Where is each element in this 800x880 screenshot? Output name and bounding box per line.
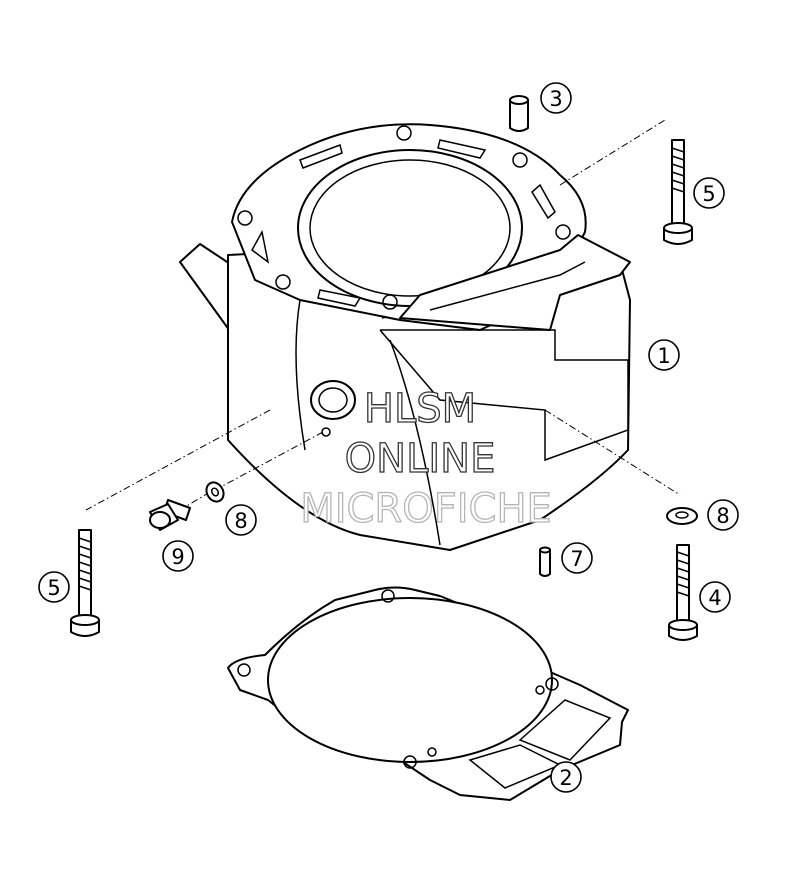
callout-1-label: 1 bbox=[657, 344, 670, 368]
washer-8-left bbox=[205, 481, 225, 503]
callout-9-label: 9 bbox=[171, 545, 184, 569]
callout-2: 2 bbox=[550, 761, 582, 793]
callout-8-right: 8 bbox=[707, 499, 739, 531]
callout-5-top-label: 5 bbox=[702, 182, 715, 206]
callout-5-left: 5 bbox=[38, 571, 70, 603]
callout-1: 1 bbox=[648, 339, 680, 371]
cylinder bbox=[179, 123, 631, 551]
bolt-4 bbox=[668, 544, 698, 641]
pin-7 bbox=[539, 546, 551, 577]
dowel-sleeve-3 bbox=[509, 95, 529, 132]
stud-bolt-5-top bbox=[663, 139, 693, 245]
screw-9 bbox=[149, 499, 191, 531]
callout-9: 9 bbox=[162, 540, 194, 572]
side-port bbox=[310, 380, 356, 420]
callout-3-label: 3 bbox=[549, 87, 562, 111]
watermark-line-3: MICROFICHE bbox=[300, 486, 552, 532]
callout-8-right-label: 8 bbox=[716, 504, 729, 528]
watermark-line-2: ONLINE bbox=[345, 436, 496, 482]
watermark-line-1: HLSM bbox=[364, 386, 476, 432]
washer-8-right bbox=[666, 507, 698, 525]
callout-5-left-label: 5 bbox=[47, 576, 60, 600]
base-gasket-2 bbox=[227, 586, 629, 801]
cylinder-block-top bbox=[399, 234, 631, 331]
leader-lines bbox=[85, 119, 681, 511]
callout-8-left: 8 bbox=[225, 504, 257, 536]
callout-8-left-label: 8 bbox=[234, 509, 247, 533]
callout-7-label: 7 bbox=[570, 547, 583, 571]
watermark: HLSM ONLINE MICROFICHE bbox=[300, 385, 553, 532]
callout-2-label: 2 bbox=[559, 766, 572, 790]
callout-7: 7 bbox=[561, 542, 593, 574]
callout-5-top: 5 bbox=[693, 177, 725, 209]
callout-4-label: 4 bbox=[708, 586, 721, 610]
stud-bolt-5-left bbox=[70, 529, 100, 637]
callout-3: 3 bbox=[540, 82, 572, 114]
callout-4: 4 bbox=[699, 581, 731, 613]
